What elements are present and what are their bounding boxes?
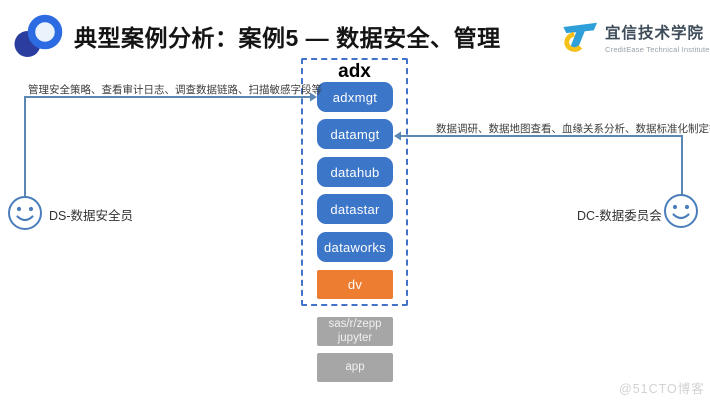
smiley-head xyxy=(664,194,698,228)
brand-block: 宜信技术学院 CreditEase Technical Institute xyxy=(561,21,710,54)
brand-subtitle: CreditEase Technical Institute xyxy=(605,45,710,54)
connector-right-elbow xyxy=(401,135,683,195)
annotation-data-committee: 数据调研、数据地图查看、血缘关系分析、数据标准化制定等 xyxy=(436,123,710,135)
actor-label-security-officer: DS-数据安全员 xyxy=(49,209,134,223)
brand-text: 宜信技术学院 CreditEase Technical Institute xyxy=(605,21,710,54)
module-datamgt: datamgt xyxy=(317,119,393,149)
annotation-security-officer: 管理安全策略、查看审计日志、调查数据链路、扫描敏感字段等 xyxy=(28,84,322,96)
smiley-mouth xyxy=(16,215,34,222)
tool-box-notebooks: sas/r/zepp jupyter xyxy=(317,317,393,346)
module-datahub: datahub xyxy=(317,157,393,187)
smiley-eye xyxy=(684,204,690,210)
smiley-face-security-officer-icon xyxy=(8,196,42,230)
connector-left-elbow xyxy=(24,96,310,196)
tc-logo-icon xyxy=(563,22,598,52)
tool-box-app: app xyxy=(317,353,393,382)
page-title: 典型案例分析：案例5 — 数据安全、管理 xyxy=(74,25,501,51)
tc-logo-c-shape xyxy=(564,31,583,52)
smiley-head xyxy=(8,196,42,230)
module-dataworks: dataworks xyxy=(317,232,393,262)
smiley-eye xyxy=(672,204,678,210)
tc-logo-t-shape xyxy=(563,22,598,52)
module-adxmgt: adxmgt xyxy=(317,82,393,112)
module-datastar: datastar xyxy=(317,194,393,224)
watermark: @51CTO博客 xyxy=(619,382,705,396)
logo-ring-circle xyxy=(27,14,63,50)
slide-logo-icon xyxy=(14,14,63,57)
brand-name: 宜信技术学院 xyxy=(605,25,705,42)
smiley-eye xyxy=(28,206,34,212)
module-dv: dv xyxy=(317,270,393,299)
smiley-eye xyxy=(16,206,22,212)
actor-label-data-committee: DC-数据委员会 xyxy=(577,209,662,223)
smiley-face-data-committee-icon xyxy=(664,194,698,228)
smiley-mouth xyxy=(672,213,690,220)
adx-group-label: adx xyxy=(338,61,371,82)
